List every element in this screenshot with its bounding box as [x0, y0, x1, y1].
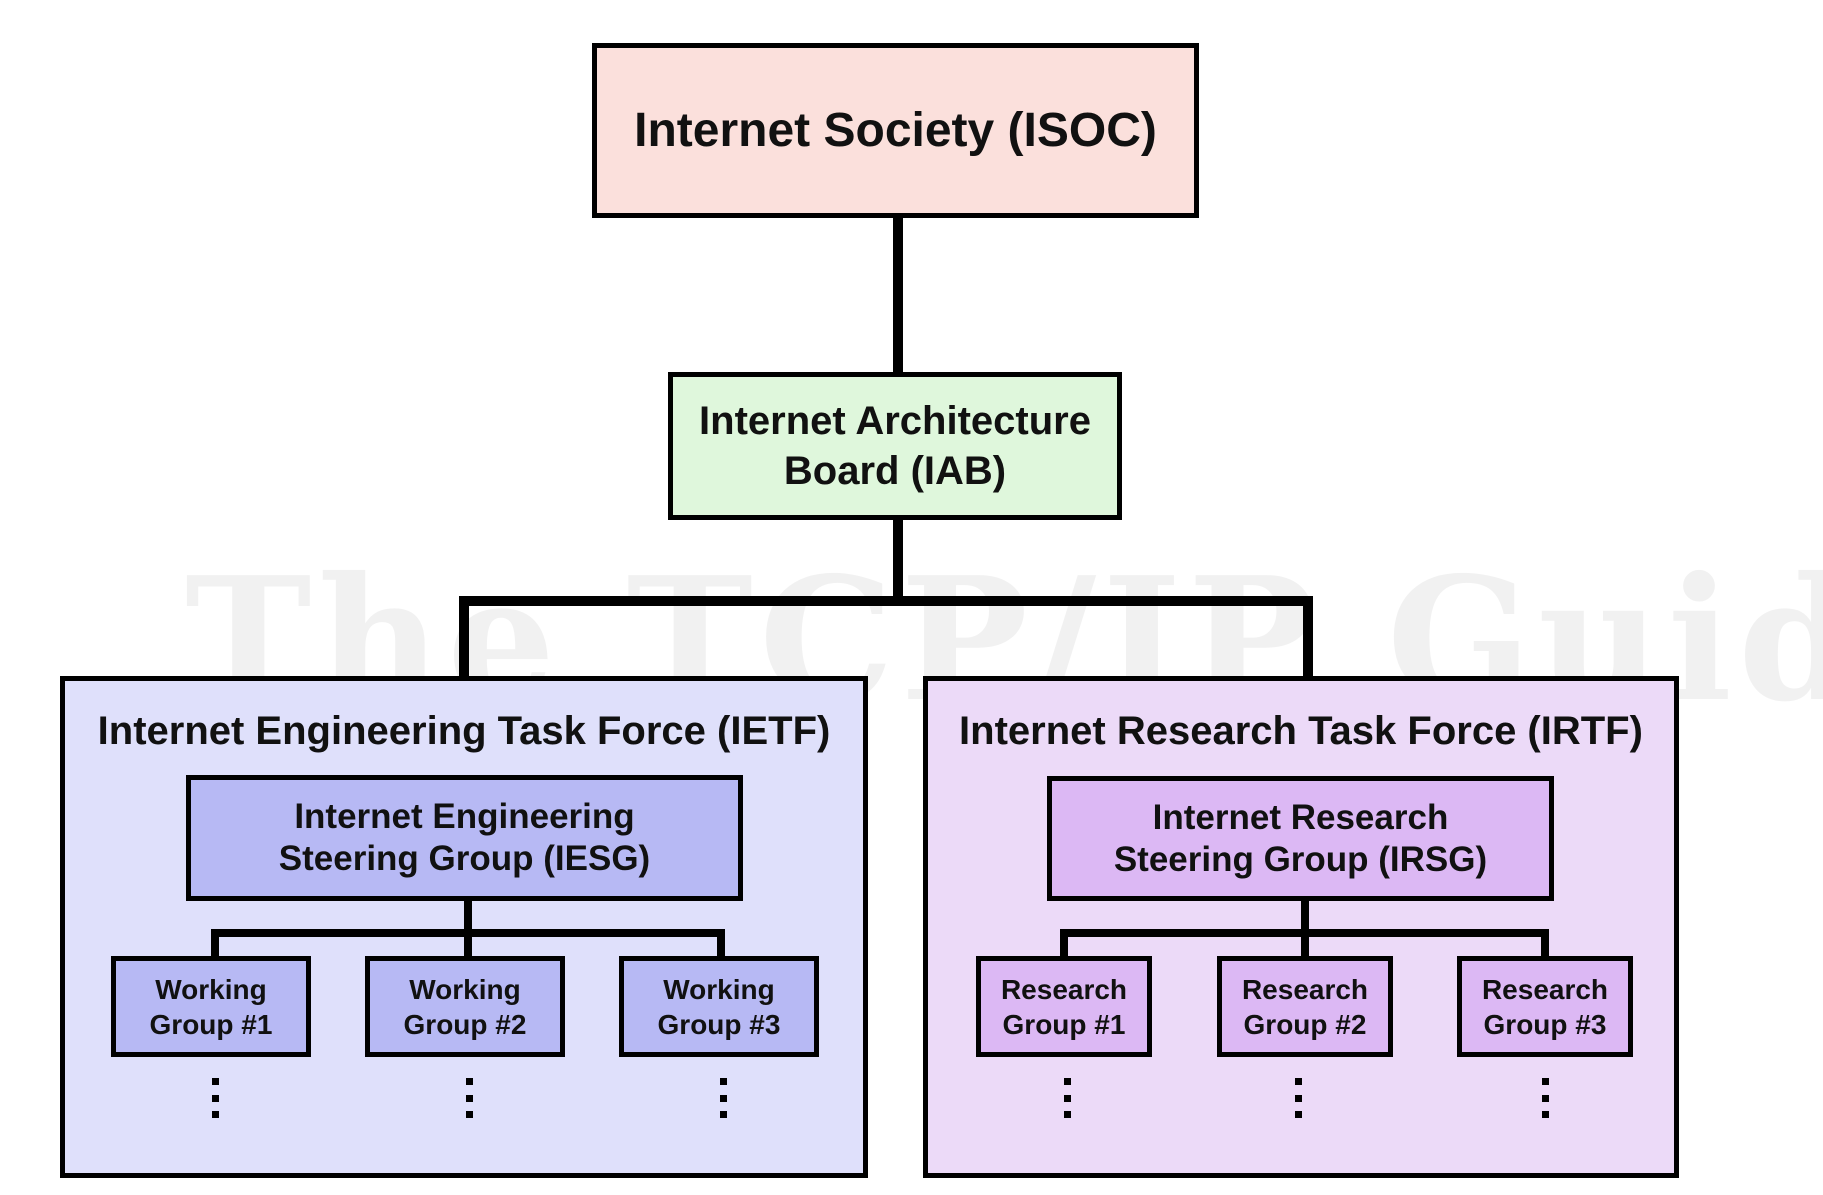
research-group-1-line1: Research [1000, 973, 1128, 1005]
connector-to-irtf [1303, 596, 1313, 678]
irsg-label-line1: Internet Research [1152, 797, 1449, 837]
ellipsis-rg2 [1293, 1078, 1303, 1118]
connector-to-ietf [459, 596, 469, 678]
irsg-box: Internet Research Steering Group (IRSG) [1047, 776, 1554, 901]
connector-horizontal-main [459, 596, 1313, 606]
connector-iesg-down [464, 901, 472, 934]
ellipsis-rg1 [1062, 1078, 1072, 1118]
iesg-box: Internet Engineering Steering Group (IES… [186, 775, 743, 901]
working-group-2-line1: Working [409, 973, 521, 1005]
working-group-1-line1: Working [155, 973, 267, 1005]
connector-irsg-down [1301, 901, 1309, 934]
research-group-2-line1: Research [1241, 973, 1369, 1005]
research-group-3: Research Group #3 [1457, 956, 1633, 1057]
working-group-3-line2: Group #3 [657, 1008, 781, 1040]
iab-label-line2: Board (IAB) [783, 449, 1007, 493]
isoc-label: Internet Society (ISOC) [634, 104, 1157, 157]
ellipsis-rg3 [1540, 1078, 1550, 1118]
iab-label-line1: Internet Architecture [699, 399, 1091, 443]
research-group-1: Research Group #1 [976, 956, 1152, 1057]
isoc-box: Internet Society (ISOC) [592, 43, 1199, 218]
connector-wg3 [717, 929, 725, 959]
ietf-title: Internet Engineering Task Force (IETF) [97, 709, 831, 753]
connector-wg2 [464, 929, 472, 959]
working-group-2-line2: Group #2 [403, 1008, 527, 1040]
irsg-label-line2: Steering Group (IRSG) [1113, 839, 1488, 879]
ellipsis-wg2 [464, 1078, 474, 1118]
iesg-label-line2: Steering Group (IESG) [278, 839, 651, 878]
working-group-3: Working Group #3 [619, 956, 819, 1057]
working-group-1: Working Group #1 [111, 956, 311, 1057]
irtf-title: Internet Research Task Force (IRTF) [959, 709, 1643, 753]
connector-rg3 [1541, 929, 1549, 959]
research-group-1-line2: Group #1 [1002, 1008, 1126, 1040]
connector-wg1 [211, 929, 219, 959]
connector-iab-split [893, 520, 903, 602]
iesg-label-line1: Internet Engineering [294, 797, 635, 836]
working-group-2: Working Group #2 [365, 956, 565, 1057]
ellipsis-wg1 [210, 1078, 220, 1118]
research-group-2-line2: Group #2 [1243, 1008, 1367, 1040]
research-group-3-line1: Research [1481, 973, 1609, 1005]
connector-rg2 [1301, 929, 1309, 959]
connector-rg1 [1060, 929, 1068, 959]
working-group-1-line2: Group #1 [149, 1008, 273, 1040]
working-group-3-line1: Working [663, 973, 775, 1005]
ellipsis-wg3 [718, 1078, 728, 1118]
iab-box: Internet Architecture Board (IAB) [668, 372, 1122, 520]
research-group-3-line2: Group #3 [1483, 1008, 1607, 1040]
connector-isoc-iab [893, 218, 903, 372]
research-group-2: Research Group #2 [1217, 956, 1393, 1057]
